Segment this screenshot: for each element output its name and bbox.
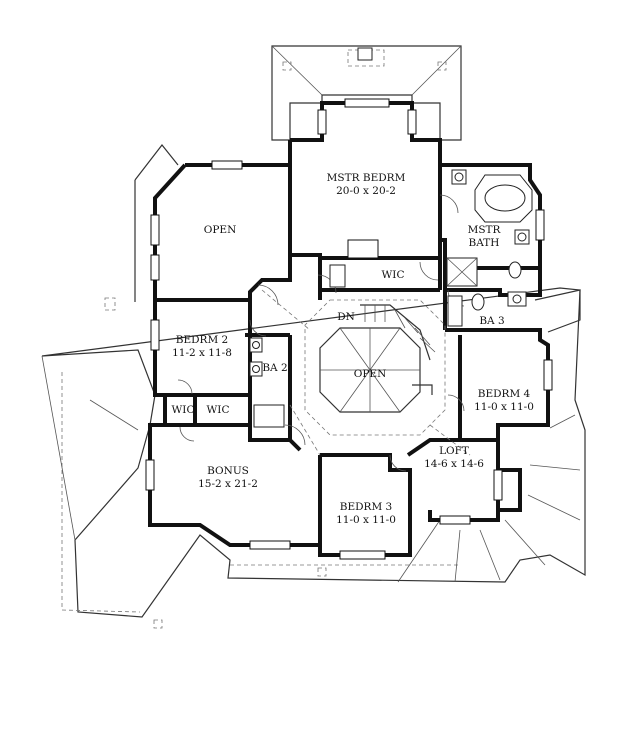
- bonus-size: 15-2 x 21-2: [198, 478, 258, 490]
- open-center-label: OPEN: [354, 368, 387, 380]
- wic-master-label: WIC: [382, 269, 405, 281]
- loft-label: LOFT: [439, 445, 469, 457]
- doors: [177, 194, 465, 472]
- open-upper-label: OPEN: [204, 224, 237, 236]
- mstr-bath-label: MSTR: [468, 224, 502, 236]
- bedrm3-label: BEDRM 3: [340, 501, 392, 513]
- mstr-bedrm-size: 20-0 x 20-2: [336, 185, 396, 197]
- bedrm3-size: 11-0 x 11-0: [336, 514, 396, 526]
- open-octagon: [261, 289, 471, 456]
- roof-lines: [41, 45, 586, 629]
- dn-label: DN: [337, 311, 355, 323]
- mstr-bath-label-2: BATH: [469, 237, 500, 249]
- windows: [145, 98, 553, 560]
- bedrm2-size: 11-2 x 11-8: [172, 347, 232, 359]
- bedrm4-label: BEDRM 4: [478, 388, 531, 400]
- ba3-label: BA 3: [479, 315, 504, 327]
- wic-1-label: WIC: [172, 404, 195, 416]
- mstr-bedrm-label: MSTR BEDRM: [327, 172, 406, 184]
- bonus-label: BONUS: [207, 465, 249, 477]
- bedrm4-size: 11-0 x 11-0: [474, 401, 534, 413]
- ba2-label: BA 2: [262, 362, 287, 374]
- wic-2-label: WIC: [207, 404, 230, 416]
- fixtures: [249, 169, 533, 428]
- room-labels: MSTR BEDRM 20-0 x 20-2 MSTR BATH OPEN WI…: [172, 172, 534, 526]
- loft-size: 14-6 x 14-6: [424, 458, 484, 470]
- bedrm2-label: BEDRM 2: [176, 334, 228, 346]
